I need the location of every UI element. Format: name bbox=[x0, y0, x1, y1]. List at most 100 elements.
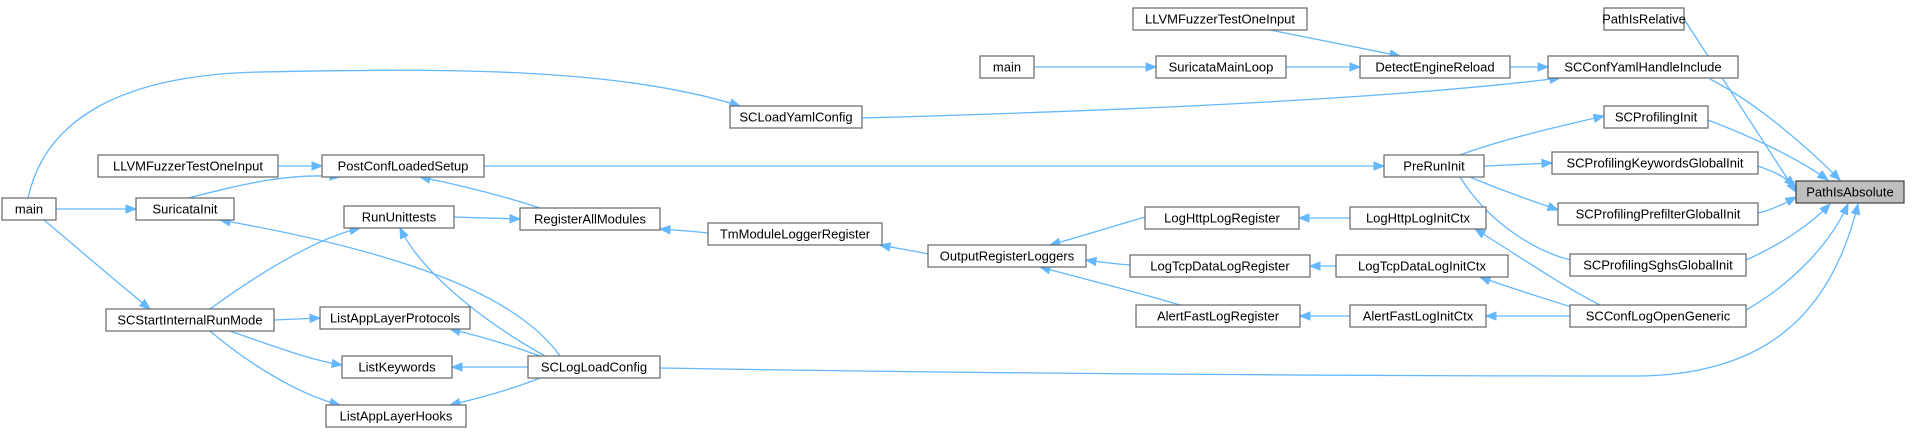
node-label: PathIsAbsolute bbox=[1806, 185, 1893, 200]
node-rununittests[interactable]: RunUnittests bbox=[343, 205, 455, 229]
edge-line bbox=[453, 216, 521, 220]
edge-loghttplogregister-to-outputregisterloggers bbox=[1048, 216, 1146, 247]
edges-layer bbox=[27, 18, 1861, 408]
node-tmmoduleloggerregister[interactable]: TmModuleLoggerRegister bbox=[707, 222, 883, 246]
node-scstartinternalrunmode[interactable]: SCStartInternalRunMode bbox=[105, 308, 275, 332]
node-outputregisterloggers[interactable]: OutputRegisterLoggers bbox=[927, 244, 1087, 268]
node-label: SCProfilingKeywordsGlobalInit bbox=[1566, 156, 1743, 171]
node-pathisrelative[interactable]: PathIsRelative bbox=[1602, 7, 1686, 31]
node-box bbox=[1129, 254, 1311, 278]
node-label: AlertFastLogInitCtx bbox=[1363, 309, 1474, 324]
node-label: LLVMFuzzerTestOneInput bbox=[1145, 12, 1295, 27]
edge-line bbox=[399, 227, 546, 357]
node-postconfloadedsetup[interactable]: PostConfLoadedSetup bbox=[321, 154, 485, 178]
node-label: SCProfilingInit bbox=[1615, 110, 1698, 125]
node-loghttploginitctx[interactable]: LogHttpLogInitCtx bbox=[1349, 206, 1487, 230]
edge-scloadyamlconfig-to-scconfyamlhandleinclude bbox=[861, 74, 1562, 119]
node-label: ListAppLayerHooks bbox=[340, 409, 453, 424]
edge-logtcpdatalogregister-to-outputregisterloggers bbox=[1084, 256, 1131, 267]
edge-main-left-to-suricatainit bbox=[56, 204, 138, 214]
edge-arrowhead bbox=[1145, 62, 1158, 72]
node-box bbox=[927, 244, 1087, 268]
node-label: OutputRegisterLoggers bbox=[940, 249, 1075, 264]
node-label: SCLogLoadConfig bbox=[541, 360, 647, 375]
node-llvmfuzzer-top[interactable]: LLVMFuzzerTestOneInput bbox=[1132, 7, 1308, 31]
node-main-left[interactable]: main bbox=[1, 197, 57, 221]
node-listapplayerprotocols[interactable]: ListAppLayerProtocols bbox=[319, 306, 471, 330]
node-label: ListKeywords bbox=[358, 360, 436, 375]
edge-line bbox=[209, 330, 341, 406]
node-box bbox=[1383, 154, 1485, 178]
edge-line bbox=[1479, 276, 1581, 311]
node-box bbox=[321, 154, 485, 178]
node-pathisabsolute[interactable]: PathIsAbsolute bbox=[1795, 180, 1905, 204]
edge-llvmfuzzer-top-to-detectenginereload bbox=[1269, 29, 1402, 59]
edge-arrowhead bbox=[1349, 62, 1362, 72]
edge-line bbox=[659, 203, 1859, 377]
edge-line bbox=[187, 175, 341, 199]
node-box bbox=[1132, 7, 1308, 31]
node-listapplayerhooks[interactable]: ListAppLayerHooks bbox=[325, 404, 467, 428]
edge-arrowhead bbox=[125, 204, 138, 214]
node-logtcpdataloginitctx[interactable]: LogTcpDataLogInitCtx bbox=[1335, 254, 1509, 278]
node-detectenginereload[interactable]: DetectEngineReload bbox=[1359, 55, 1511, 79]
node-suricatamainloop[interactable]: SuricataMainLoop bbox=[1155, 55, 1287, 79]
node-box bbox=[319, 306, 471, 330]
edge-line bbox=[419, 176, 541, 209]
node-preruninit[interactable]: PreRunInit bbox=[1383, 154, 1485, 178]
node-label: SCLoadYamlConfig bbox=[739, 110, 852, 125]
node-loghttplogregister[interactable]: LogHttpLogRegister bbox=[1144, 206, 1300, 230]
edge-line bbox=[1709, 78, 1841, 181]
edge-arrowhead bbox=[1839, 202, 1849, 216]
node-scprofilinginit[interactable]: SCProfilingInit bbox=[1603, 105, 1709, 129]
node-listkeywords[interactable]: ListKeywords bbox=[341, 355, 453, 379]
edge-sclogloadconfig-to-listkeywords bbox=[450, 362, 528, 372]
node-box bbox=[1349, 206, 1487, 230]
node-registerallmodules[interactable]: RegisterAllModules bbox=[519, 207, 661, 231]
node-scprofilingsghsglobalinit[interactable]: SCProfilingSghsGlobalInit bbox=[1569, 253, 1747, 277]
edge-sclogloadconfig-to-suricatainit bbox=[218, 217, 561, 357]
node-main-top[interactable]: main bbox=[979, 55, 1035, 79]
edge-sclogloadconfig-to-pathisabsolute bbox=[659, 202, 1861, 377]
edge-scconflogopengeneric-to-logtcpdataloginitctx bbox=[1478, 276, 1581, 311]
node-label: ListAppLayerProtocols bbox=[330, 311, 461, 326]
node-suricatainit[interactable]: SuricataInit bbox=[135, 197, 235, 221]
node-alertfastloginitctx[interactable]: AlertFastLogInitCtx bbox=[1349, 304, 1487, 328]
node-label: main bbox=[993, 60, 1021, 75]
node-label: SuricataMainLoop bbox=[1169, 60, 1274, 75]
edge-arrowhead bbox=[1784, 175, 1797, 187]
node-sclogloadconfig[interactable]: SCLogLoadConfig bbox=[527, 355, 661, 379]
node-box bbox=[1603, 105, 1709, 129]
edge-arrowhead bbox=[1541, 158, 1554, 169]
node-alertfastlogregister[interactable]: AlertFastLogRegister bbox=[1135, 304, 1301, 328]
edge-line bbox=[1483, 162, 1553, 167]
edge-logtcpdataloginitctx-to-logtcpdatalogregister bbox=[1308, 261, 1336, 271]
node-llvmfuzzer-mid[interactable]: LLVMFuzzerTestOneInput bbox=[97, 154, 279, 178]
edge-arrowhead bbox=[658, 224, 671, 235]
edge-main-left-to-scloadyamlconfig bbox=[27, 69, 742, 199]
edge-line bbox=[1459, 115, 1605, 156]
node-box bbox=[979, 55, 1035, 79]
node-label: RegisterAllModules bbox=[534, 212, 646, 227]
node-label: SCConfLogOpenGeneric bbox=[1586, 309, 1731, 324]
edge-preruninit-to-scprofilinginit bbox=[1459, 113, 1606, 156]
node-logtcpdatalogregister[interactable]: LogTcpDataLogRegister bbox=[1129, 254, 1311, 278]
node-box bbox=[1603, 7, 1685, 31]
edge-line bbox=[1474, 228, 1601, 306]
node-box bbox=[1547, 55, 1739, 79]
edge-registerallmodules-to-postconfloadedsetup bbox=[418, 174, 541, 209]
node-scprofilingprefilterglobalinit[interactable]: SCProfilingPrefilterGlobalInit bbox=[1557, 202, 1759, 226]
edge-line bbox=[1039, 266, 1181, 306]
edge-arrowhead bbox=[138, 298, 152, 310]
edge-line bbox=[43, 219, 151, 310]
node-scconfyamlhandleinclude[interactable]: SCConfYamlHandleInclude bbox=[1547, 55, 1739, 79]
node-scprofilingkeywordsglobalinit[interactable]: SCProfilingKeywordsGlobalInit bbox=[1551, 151, 1759, 175]
node-scloadyamlconfig[interactable]: SCLoadYamlConfig bbox=[729, 105, 863, 129]
node-scconflogopengeneric[interactable]: SCConfLogOpenGeneric bbox=[1569, 304, 1747, 328]
edge-arrowhead bbox=[1084, 256, 1098, 267]
edge-arrowhead bbox=[878, 242, 892, 252]
node-label: PathIsRelative bbox=[1602, 12, 1686, 27]
edge-line bbox=[861, 77, 1561, 119]
edge-line bbox=[1469, 176, 1559, 211]
